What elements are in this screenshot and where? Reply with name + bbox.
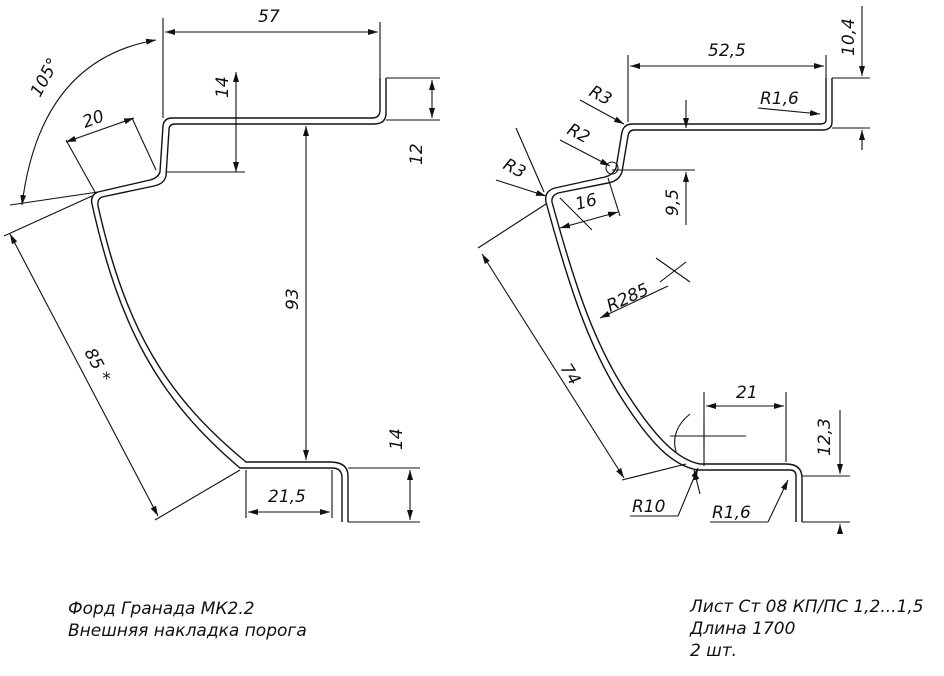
left-dim-bottom-flange-height: 14 [387,428,407,450]
right-dim-top-width: 52,5 [708,41,746,61]
left-profile: 57 105° 20 14 12 93 85 * 14 [3,7,440,523]
right-notes: Лист Ст 08 КП/ПС 1,2...1,5 Длина 1700 2 … [690,596,924,662]
right-dim-step-width: 16 [573,190,599,215]
left-dim-slope-length: 85 * [80,345,114,386]
left-dim-step-height: 14 [213,76,233,98]
left-dim-height: 93 [283,288,303,310]
left-notes: Форд Гранада МК2.2 Внешняя накладка поро… [68,598,307,642]
left-dim-right-flange: 12 [407,143,427,165]
left-dim-angle: 105° [27,55,64,101]
left-dim-top-width: 57 [258,7,280,27]
right-dim-top-flange: 10,4 [839,18,859,56]
note-material: Лист Ст 08 КП/ПС 1,2...1,5 [690,597,924,617]
right-profile-outer [545,78,827,522]
right-dim-r-bottom-tip: R1,6 [712,503,751,523]
right-dim-r-bottom: R10 [632,497,665,517]
right-dim-r-corner: R3 [500,155,529,183]
right-dim-bottom-flange: 12,3 [815,418,835,456]
right-dim-slope-length: 74 [556,360,584,389]
note-length: Длина 1700 [690,619,796,639]
note-car-model: Форд Гранада МК2.2 [68,599,255,619]
note-quantity: 2 шт. [690,641,738,661]
right-profile-inner [551,78,833,522]
left-dim-bottom-width: 21,5 [268,487,306,507]
right-dim-r-arc: R285 [604,280,653,317]
note-part-name: Внешняя накладка порога [68,621,307,641]
right-dim-r-tip: R1,6 [760,89,799,109]
left-profile-inner [97,78,387,522]
right-dim-bottom-width: 21 [736,383,758,403]
right-dim-step-height: 9,5 [663,189,683,216]
right-profile: 52,5 10,4 R1,6 R3 R2 R3 16 9,5 [477,6,870,534]
